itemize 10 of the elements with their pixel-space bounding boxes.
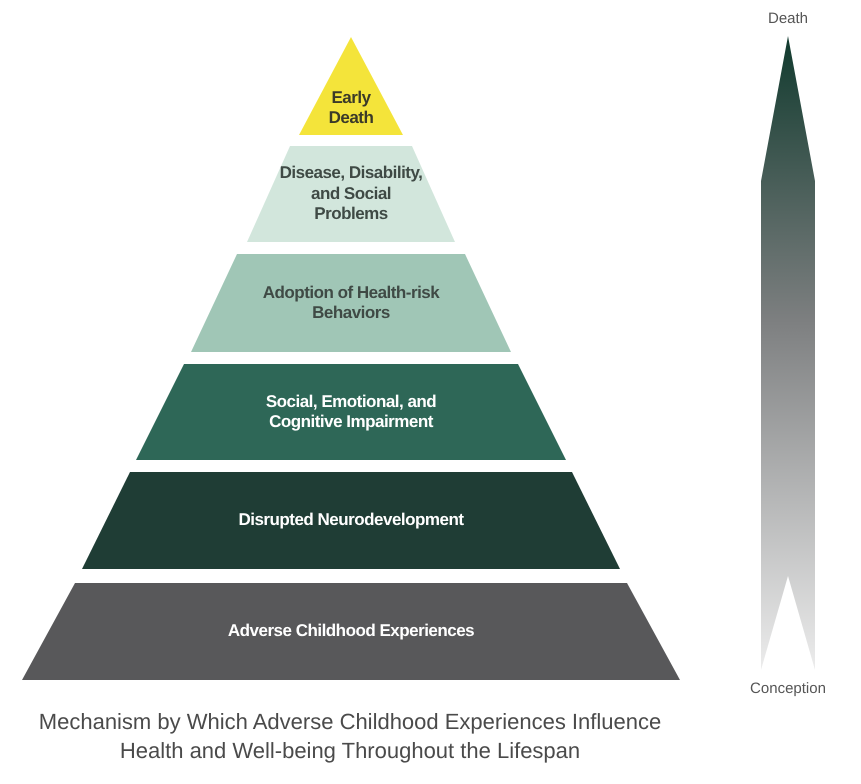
tier-label: Early Death [328,88,374,128]
tier-label: Adverse Childhood Experiences [228,621,474,642]
axis-end-label: Conception [748,680,828,697]
axis-end-label: Death [760,10,816,27]
tier-label: Disrupted Neurodevelopment [238,510,464,531]
caption: Mechanism by Which Adverse Childhood Experiences Influence Health and Well-being Throughout the Lifespan [38,708,662,765]
gradient-arrow [761,36,815,670]
tier-label: Disease, Disability, and Social Problems [278,163,424,225]
tier-label: Adoption of Health-risk Behaviors [262,282,440,324]
tier-label: Social, Emotional, and Cognitive Impairment [264,392,438,432]
